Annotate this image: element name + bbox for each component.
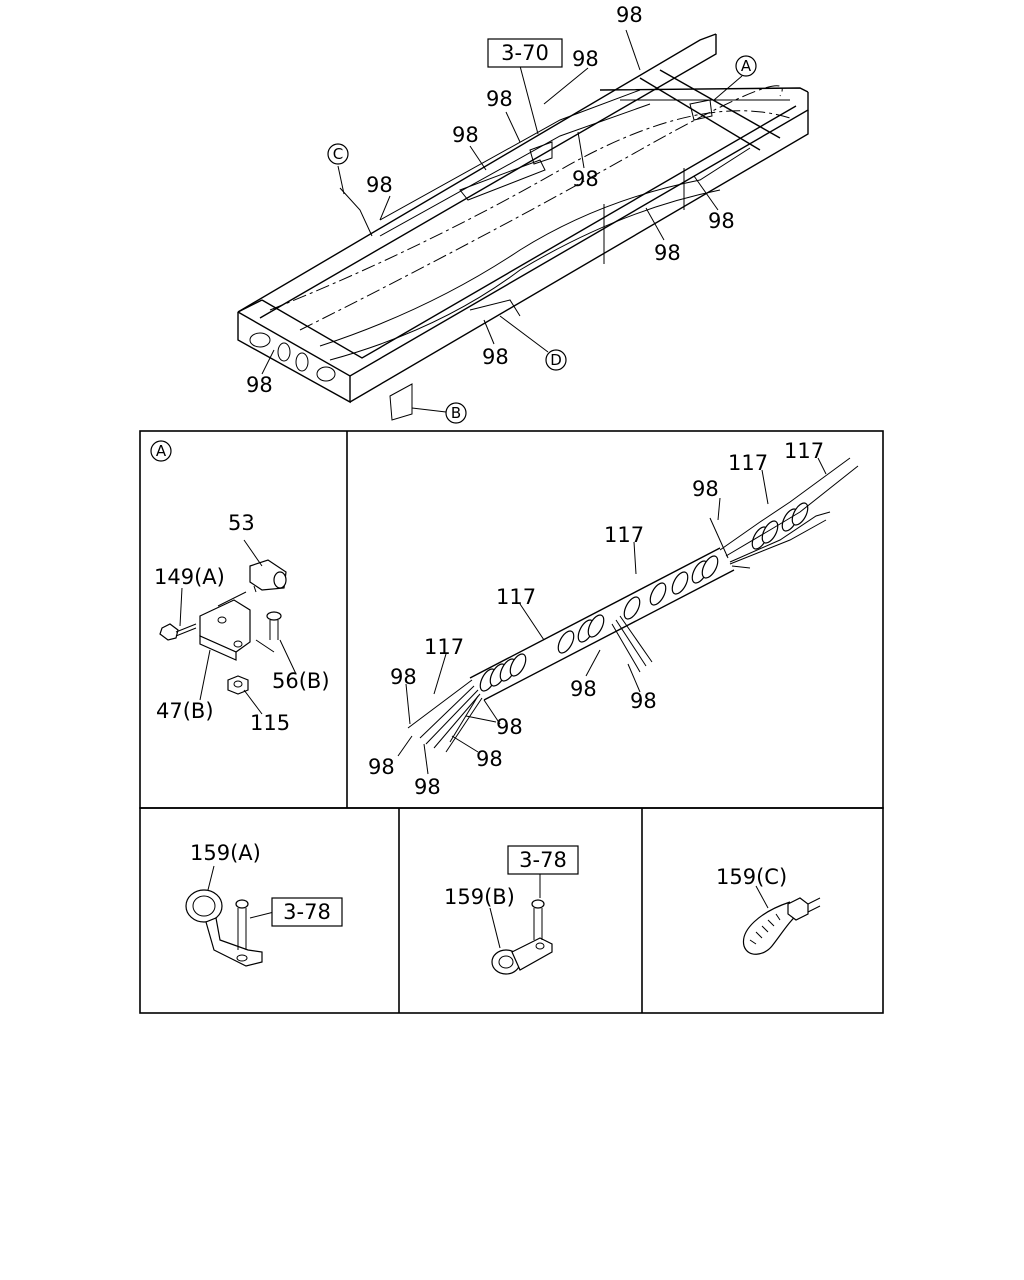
part-label-98: 98 — [630, 689, 657, 713]
svg-text:C: C — [333, 145, 343, 163]
part-label-98: 98 — [570, 677, 597, 701]
part-label-98: 98 — [572, 47, 599, 71]
part-label-159c: 159(C) — [716, 865, 787, 889]
part-label-117: 117 — [784, 439, 824, 463]
harness-ring — [509, 653, 527, 677]
svg-text:3-70: 3-70 — [501, 41, 549, 65]
part-label-117: 117 — [496, 585, 536, 609]
clip-159a-panel: 159(A) 3-78 — [185, 841, 343, 967]
chassis-frame-view — [237, 33, 809, 421]
svg-text:A: A — [741, 57, 752, 75]
clip-159b-panel: 159(B) 3-78 — [444, 845, 579, 975]
part-label-98: 98 — [414, 775, 441, 799]
part-label-115: 115 — [250, 711, 290, 735]
svg-text:B: B — [451, 404, 461, 422]
ref-circle-c: C — [327, 143, 349, 165]
bolt-149a — [159, 623, 197, 641]
harness-ring — [557, 630, 575, 654]
page-ref-3-70[interactable]: 3-70 — [487, 38, 563, 68]
page-ref-3-78[interactable]: 3-78 — [271, 897, 343, 927]
fitting-53 — [249, 559, 287, 593]
svg-text:3-78: 3-78 — [283, 900, 331, 924]
harness-ring — [701, 555, 719, 579]
part-label-117: 117 — [424, 635, 464, 659]
part-label-117: 117 — [728, 451, 768, 475]
svg-text:D: D — [550, 351, 562, 369]
part-label-98: 98 — [708, 209, 735, 233]
harness-ring — [649, 582, 667, 606]
part-label-98: 98 — [390, 665, 417, 689]
detail-a-marker: A — [156, 442, 167, 460]
part-label-56b: 56(B) — [272, 669, 330, 693]
part-label-98: 98 — [572, 167, 599, 191]
part-label-98: 98 — [476, 747, 503, 771]
nut-115 — [227, 675, 249, 695]
main-labels: 98 98 98 98 98 98 98 98 98 98 — [246, 3, 735, 397]
page-ref-3-78[interactable]: 3-78 — [507, 845, 579, 875]
part-label-98: 98 — [654, 241, 681, 265]
harness-ring — [761, 520, 779, 544]
part-label-47b: 47(B) — [156, 699, 214, 723]
harness-ring — [623, 596, 641, 620]
harness-ring — [671, 571, 689, 595]
harness-ring — [587, 614, 605, 638]
part-label-98: 98 — [366, 173, 393, 197]
clip-159c-panel: 159(C) — [716, 865, 821, 955]
part-label-159a: 159(A) — [190, 841, 261, 865]
part-label-117: 117 — [604, 523, 644, 547]
detail-frames — [139, 430, 884, 1014]
part-label-98: 98 — [496, 715, 523, 739]
part-label-98: 98 — [692, 477, 719, 501]
main-leaders — [261, 29, 743, 413]
ref-circle-a: A — [735, 55, 757, 77]
part-label-98: 98 — [616, 3, 643, 27]
part-label-98: 98 — [246, 373, 273, 397]
ref-circle-d: D — [545, 349, 567, 371]
harness-panel: 117 117 117 117 117 98 98 98 98 98 98 98… — [368, 439, 859, 799]
part-label-98: 98 — [452, 123, 479, 147]
part-label-149a: 149(A) — [154, 565, 225, 589]
part-label-98: 98 — [368, 755, 395, 779]
part-label-159b: 159(B) — [444, 885, 515, 909]
part-label-53: 53 — [228, 511, 255, 535]
part-label-98: 98 — [486, 87, 513, 111]
bolt-56b — [266, 611, 282, 640]
part-label-98: 98 — [482, 345, 509, 369]
bracket-47b — [199, 599, 251, 661]
ref-circle-b: B — [445, 402, 467, 424]
detail-a-panel: A — [150, 440, 330, 735]
svg-text:3-78: 3-78 — [519, 848, 567, 872]
